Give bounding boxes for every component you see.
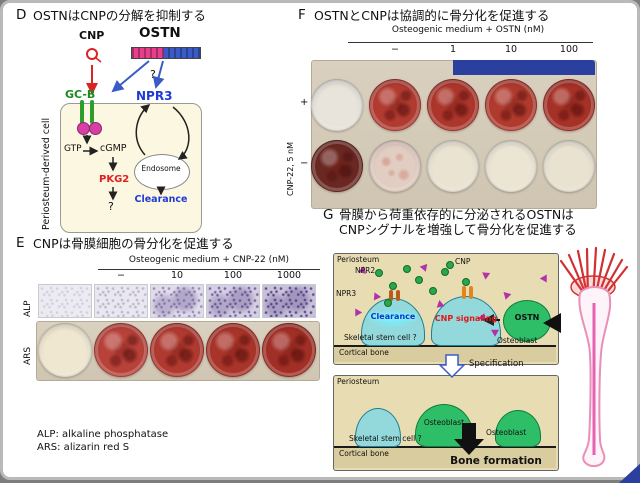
ostn-well	[485, 79, 537, 131]
alp-row-label: ALP	[23, 289, 33, 317]
ars-well	[150, 323, 204, 377]
alp-image	[150, 284, 204, 318]
npr2-label: NPR2	[355, 267, 375, 276]
panel-e-letter: E	[16, 236, 25, 252]
cnp-molecule-icon	[415, 276, 423, 284]
column-label: 10	[157, 271, 197, 282]
cnp-molecule-icon	[446, 261, 454, 269]
plate-blue-edge	[453, 60, 595, 75]
column-label: 1	[433, 45, 473, 56]
ostn-to-gcb-arrow	[113, 61, 149, 91]
endosome-label: Endosome	[134, 165, 188, 174]
ostn-well	[311, 79, 363, 131]
panel-d-letter: D	[16, 8, 26, 24]
alp-footnote: ALP: alkaline phosphatase	[37, 429, 168, 441]
panel-g-title-line2: CNPシグナルを増強して骨分化を促進する	[339, 223, 577, 237]
cortical-bone-label-top: Cortical bone	[339, 349, 389, 358]
cnp-label: CNP	[79, 30, 104, 43]
panel-f-letter: F	[298, 8, 306, 24]
ostn-well	[369, 140, 421, 192]
row-minus-sign: −	[300, 158, 308, 170]
ostn-to-npr3-arrow	[156, 61, 163, 87]
cnp-ligand-icon	[87, 49, 101, 62]
skeletal-stem-label-bottom: Skeletal stem cell ?	[349, 435, 422, 444]
ostn-well	[543, 79, 595, 131]
npr3-label: NPR3	[136, 90, 172, 104]
alp-image	[262, 284, 316, 318]
ostn-label: OSTN	[139, 26, 181, 42]
ostn-well	[543, 140, 595, 192]
ars-row-label: ARS	[23, 337, 33, 365]
column-label: −	[375, 45, 415, 56]
column-label: −	[101, 271, 141, 282]
panel-f-title: OSTNとCNPは協調的に骨分化を促進する	[314, 9, 549, 23]
gtp-label: GTP	[64, 144, 82, 154]
npr2-receptor-icon	[462, 286, 466, 299]
ostn-well	[427, 140, 479, 192]
npr3-label-g: NPR3	[336, 290, 356, 299]
ars-well	[262, 323, 316, 377]
osteoblast-label-right: Osteoblast	[486, 429, 526, 438]
panel-e-title: CNPは骨膜細胞の骨分化を促進する	[33, 237, 234, 251]
cgmp-label: cGMP	[100, 144, 127, 155]
cnp-molecule-icon	[375, 269, 383, 277]
cnp-molecule-icon	[441, 268, 449, 276]
gcb-receptor-bar-icon	[90, 100, 94, 124]
panel-f-header-line	[348, 42, 593, 43]
ostn-label-g: OSTN	[507, 313, 547, 322]
panel-f-header: Osteogenic medium + OSTN (nM)	[343, 25, 593, 35]
bone-formation-label: Bone formation	[440, 455, 552, 467]
panel-d-title: OSTNはCNPの分解を抑制する	[33, 9, 206, 23]
cnp-molecule-icon	[384, 299, 392, 307]
row-plus-sign: +	[300, 97, 308, 109]
cnp-row-label: CNP-22, 5 nM	[286, 71, 295, 196]
ars-well	[38, 323, 92, 377]
osteoblast-label-top: Osteoblast	[497, 337, 537, 346]
cnp-signaling-label: CNP signaling	[431, 314, 501, 323]
column-label: 100	[213, 271, 253, 282]
cnp-molecule-icon	[462, 278, 470, 286]
alp-image	[94, 284, 148, 318]
column-label: 10	[491, 45, 531, 56]
cnp-molecule-icon	[429, 287, 437, 295]
alp-image	[38, 284, 92, 318]
column-label: 1000	[269, 271, 309, 282]
clearance-label-g: Clearance	[361, 312, 425, 321]
npr2-receptor-icon	[469, 286, 473, 299]
gcb-receptor-bar-icon	[80, 100, 84, 124]
ostn-molecule-icon	[435, 299, 444, 307]
question-mark: ?	[150, 69, 156, 82]
ostn-well	[311, 140, 363, 192]
cnp-label-g: CNP	[455, 258, 470, 267]
ars-footnote: ARS: alizarin red S	[37, 442, 129, 454]
alp-image	[206, 284, 260, 318]
clearance-label: Clearance	[130, 195, 192, 206]
ostn-well	[427, 79, 479, 131]
specification-label: Specification	[469, 360, 524, 370]
pkg2-label: PKG2	[99, 174, 129, 186]
gcb-dimer-circle-icon	[89, 122, 102, 135]
cnp-molecule-icon	[403, 265, 411, 273]
gcb-label: GC-B	[65, 89, 95, 102]
ostn-well	[485, 140, 537, 192]
periosteum-cell-label: Periosteum-derived cell	[41, 106, 52, 230]
osteoblast-label-mid: Osteoblast	[415, 419, 473, 428]
npr3-receptor-icon	[396, 290, 400, 301]
panel-g-letter: G	[323, 208, 333, 224]
periosteum-label-top: Periosteum	[337, 256, 379, 265]
long-bone-illustration	[561, 248, 627, 466]
column-label: 100	[549, 45, 589, 56]
skeletal-stem-label-top: Skeletal stem cell ?	[344, 334, 417, 343]
ars-well	[94, 323, 148, 377]
panel-e-header: Osteogenic medium + CNP-22 (nM)	[98, 255, 320, 265]
ars-well	[206, 323, 260, 377]
ostn-molecule-bar-icon	[131, 47, 201, 59]
question-mark: ?	[108, 201, 114, 214]
panel-g-title-line1: 骨膜から荷重依存的に分泌されるOSTNは	[339, 208, 574, 222]
ostn-well	[369, 79, 421, 131]
cnp-molecule-icon	[389, 282, 397, 290]
cortical-bone-label-bottom: Cortical bone	[339, 450, 389, 459]
periosteum-label-bottom: Periosteum	[337, 378, 379, 387]
